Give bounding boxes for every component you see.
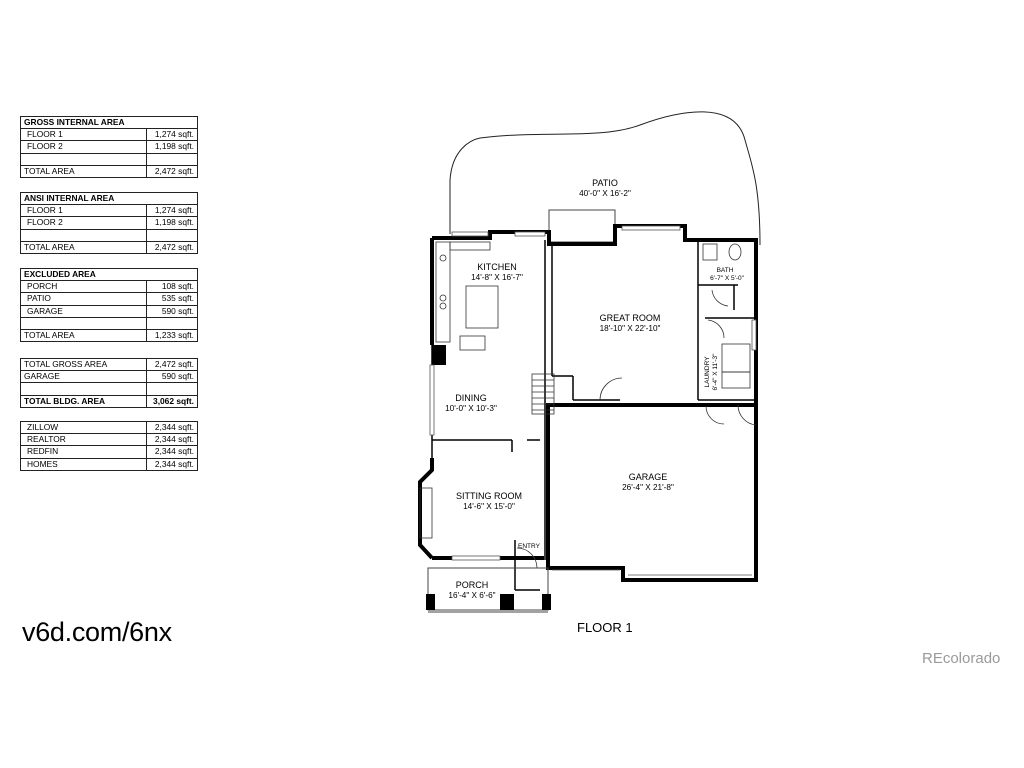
room-dims-patio: 40'-0" X 16'-2" xyxy=(579,189,631,198)
row-label: HOMES xyxy=(20,457,147,471)
row-value: 2,344 sqft. xyxy=(146,445,198,459)
room-name-bath: BATH xyxy=(717,267,734,274)
door-swings xyxy=(516,289,757,569)
room-dims-sitting-room: 14'-6" X 15'-0" xyxy=(463,502,515,511)
room-name-sitting-room: SITTING ROOM xyxy=(456,491,522,501)
room-name-porch: PORCH xyxy=(456,580,489,590)
windows xyxy=(429,225,757,561)
watermark: REcolorado xyxy=(922,650,1001,667)
room-name-garage: GARAGE xyxy=(629,472,668,482)
room-name-great-room: GREAT ROOM xyxy=(600,313,661,323)
room-name-laundry: LAUNDRY xyxy=(704,356,711,388)
total-value: 2,472 sqft. xyxy=(146,164,198,178)
total-value: 1,233 sqft. xyxy=(146,328,198,343)
kitchen-wall-block xyxy=(432,345,446,365)
exterior-walls xyxy=(418,224,758,582)
total-value: 2,472 sqft. xyxy=(146,240,198,254)
room-dims-great-room: 18'-10" X 22'-10" xyxy=(600,324,661,333)
room-dims-laundry: 6'-4" X 11'-3" xyxy=(712,353,719,391)
room-dims-porch: 16'-4" X 6'-6" xyxy=(448,591,495,600)
row-value: 2,344 sqft. xyxy=(146,457,198,471)
porch xyxy=(426,567,551,613)
total-label: TOTAL AREA xyxy=(20,328,147,343)
interior-walls xyxy=(431,240,756,591)
room-dims-bath: 6'-7" X 5'-0" xyxy=(710,275,745,282)
laundry-fixtures xyxy=(721,343,751,389)
room-name-dining: DINING xyxy=(455,393,487,403)
kitchen-fixtures xyxy=(435,241,499,351)
patio-slider xyxy=(548,209,616,243)
room-name-patio: PATIO xyxy=(592,178,618,188)
room-dims-garage: 26'-4" X 21'-8" xyxy=(622,483,674,492)
room-name-kitchen: KITCHEN xyxy=(477,262,517,272)
floor-label: FLOOR 1 xyxy=(577,620,633,635)
total-bldg-label: TOTAL BLDG. AREA xyxy=(20,394,147,408)
bath-fixtures xyxy=(702,243,742,261)
total-bldg-value: 3,062 sqft. xyxy=(146,394,198,408)
stairs xyxy=(531,373,555,415)
patio-outline xyxy=(449,111,761,246)
room-name-entry: ENTRY xyxy=(518,543,541,550)
bay-window xyxy=(419,487,433,539)
room-dims-dining: 10'-0" X 10'-3" xyxy=(445,404,497,413)
room-dims-kitchen: 14'-8" X 16'-7" xyxy=(471,273,523,282)
garage-door xyxy=(552,569,752,576)
short-link[interactable]: v6d.com/6nx xyxy=(22,617,172,647)
